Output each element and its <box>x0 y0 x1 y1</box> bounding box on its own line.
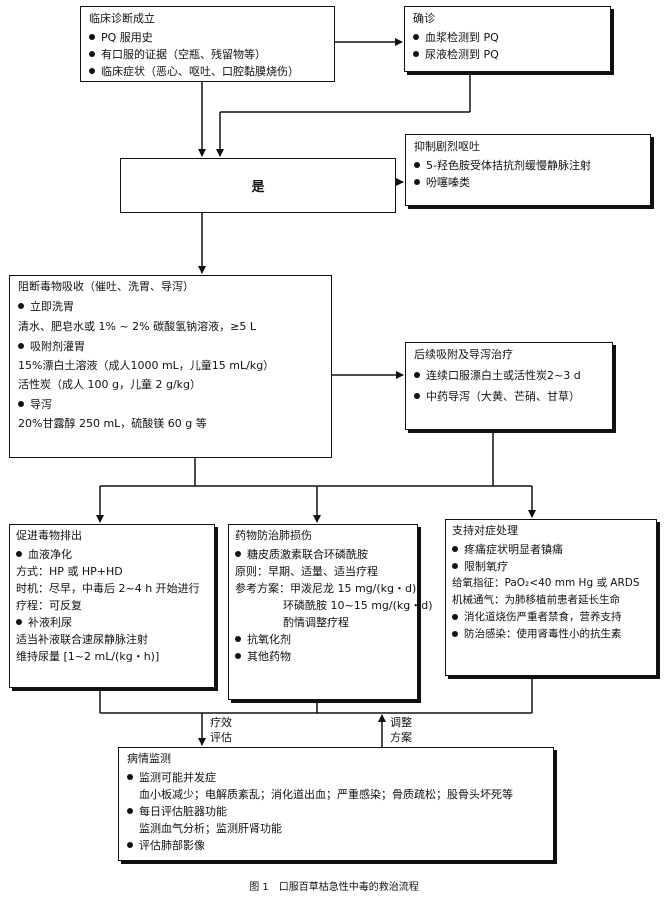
bullet-icon <box>18 401 24 407</box>
yes-box: 是 <box>120 158 396 213</box>
support-text: 机械通气：为肺移植前患者延长生命 <box>452 594 620 606</box>
support-bullet: 限制氧疗 <box>452 558 650 575</box>
follow-title: 后续吸附及导泻治疗 <box>414 348 513 361</box>
monitoring-box: 病情监测 监测可能并发症 血小板减少；电解质紊乱；消化道出血；严重感染；骨质疏松… <box>118 747 554 861</box>
lung-bullet: 抗氧化剂 <box>235 631 411 648</box>
excretion-text: 疗程：可反复 <box>16 599 82 612</box>
bullet-icon <box>414 393 420 399</box>
confirm-item: 尿液检测到 PQ <box>413 46 602 63</box>
bullet-icon <box>16 551 22 557</box>
lung-text: 环磷酰胺 10~15 mg/(kg・d) <box>283 599 433 612</box>
lung-bullet: 糖皮质激素联合环磷酰胺 <box>235 546 411 563</box>
block-text: 20%甘露醇 250 mL，硫酸镁 60 g 等 <box>18 417 207 430</box>
clinical-item: 有口服的证据（空瓶、残留物等） <box>89 46 326 63</box>
excretion-text: 适当补液联合速尿静脉注射 <box>16 633 148 646</box>
confirm-diagnosis-box: 确诊 血浆检测到 PQ 尿液检测到 PQ <box>404 6 611 72</box>
vomit-item: 吩噻嗪类 <box>414 174 642 191</box>
monitor-bullet: 评估肺部影像 <box>127 837 545 854</box>
excretion-text: 维持尿量 [1~2 mL/(kg・h)] <box>16 650 160 663</box>
monitor-text: 血小板减少；电解质紊乱；消化道出血；严重感染；骨质疏松；股骨头坏死等 <box>139 788 513 801</box>
bullet-icon <box>127 842 133 848</box>
bullet-icon <box>89 51 95 57</box>
clinical-item: 临床症状（恶心、呕吐、口腔黏膜烧伤） <box>89 63 326 80</box>
support-bullet: 消化道烧伤严重者禁食，营养支持 <box>452 609 650 626</box>
block-step: 吸附剂灌胃 <box>18 338 323 355</box>
bullet-icon <box>452 546 458 552</box>
bullet-icon <box>235 653 241 659</box>
lung-title: 药物防治肺损伤 <box>235 529 312 542</box>
block-text: 15%漂白土溶液（成人1000 mL，儿童15 mL/kg） <box>18 359 275 372</box>
bullet-icon <box>235 551 241 557</box>
lung-text: 参考方案：甲泼尼龙 15 mg/(kg・d) <box>235 582 417 595</box>
follow-up-box: 后续吸附及导泻治疗 连续口服漂白土或活性炭2~3 d 中药导泻（大黄、芒硝、甘草… <box>405 342 613 430</box>
monitor-bullet: 每日评估脏器功能 <box>127 803 545 820</box>
excretion-title: 促进毒物排出 <box>16 529 82 542</box>
adjust-plan-label: 调整 方案 <box>390 716 412 744</box>
lung-text: 酌情调整疗程 <box>283 616 349 629</box>
yes-label: 是 <box>251 180 265 195</box>
clinical-diagnosis-box: 临床诊断成立 PQ 服用史 有口服的证据（空瓶、残留物等） 临床症状（恶心、呕吐… <box>80 6 335 82</box>
bullet-icon <box>413 51 419 57</box>
confirm-title: 确诊 <box>413 12 435 25</box>
bullet-icon <box>452 614 458 620</box>
block-text: 清水、肥皂水或 1% ~ 2% 碳酸氢钠溶液，≥5 L <box>18 320 256 333</box>
bullet-icon <box>18 303 24 309</box>
bullet-icon <box>89 34 95 40</box>
block-absorption-box: 阻断毒物吸收（催吐、洗胃、导泻） 立即洗胃 清水、肥皂水或 1% ~ 2% 碳酸… <box>9 275 332 458</box>
bullet-icon <box>414 179 420 185</box>
bullet-icon <box>89 68 95 74</box>
support-title: 支持对症处理 <box>452 524 518 537</box>
bullet-icon <box>414 372 420 378</box>
clinical-title: 临床诊断成立 <box>89 12 155 25</box>
excretion-text: 方式：HP 或 HP+HD <box>16 565 123 578</box>
bullet-icon <box>127 808 133 814</box>
block-step: 立即洗胃 <box>18 298 323 315</box>
bullet-icon <box>18 343 24 349</box>
monitor-text: 监测血气分析；监测肝肾功能 <box>139 822 282 835</box>
bullet-icon <box>235 636 241 642</box>
block-text: 活性炭（成人 100 g，儿童 2 g/kg） <box>18 378 202 391</box>
bullet-icon <box>127 774 133 780</box>
vomit-title: 抑制剧烈呕吐 <box>414 140 480 153</box>
follow-item: 中药导泻（大黄、芒硝、甘草） <box>414 388 604 405</box>
support-bullet: 防治感染：使用肾毒性小的抗生素 <box>452 626 650 643</box>
block-title: 阻断毒物吸收（催吐、洗胃、导泻） <box>18 280 194 293</box>
monitor-bullet: 监测可能并发症 <box>127 769 545 786</box>
monitor-title: 病情监测 <box>127 752 171 765</box>
confirm-item: 血浆检测到 PQ <box>413 29 602 46</box>
vomit-item: 5-羟色胺受体拮抗剂缓慢静脉注射 <box>414 157 642 174</box>
excretion-bullet: 血液净化 <box>16 546 208 563</box>
excretion-bullet: 补液利尿 <box>16 614 208 631</box>
bullet-icon <box>16 619 22 625</box>
support-bullet: 疼痛症状明显者镇痛 <box>452 541 650 558</box>
efficacy-evaluation-label: 疗效 评估 <box>210 716 232 744</box>
vomit-control-box: 抑制剧烈呕吐 5-羟色胺受体拮抗剂缓慢静脉注射 吩噻嗪类 <box>405 134 651 206</box>
block-step: 导泻 <box>18 396 323 413</box>
excretion-box: 促进毒物排出 血液净化 方式：HP 或 HP+HD 时机：尽早，中毒后 2~4 … <box>9 524 215 688</box>
bullet-icon <box>413 34 419 40</box>
excretion-text: 时机：尽早，中毒后 2~4 h 开始进行 <box>16 582 200 595</box>
support-text: 给氧指征：PaO₂<40 mm Hg 或 ARDS <box>452 577 640 589</box>
lung-protection-box: 药物防治肺损伤 糖皮质激素联合环磷酰胺 原则：早期、适量、适当疗程 参考方案：甲… <box>228 524 433 700</box>
lung-bullet: 其他药物 <box>235 648 411 665</box>
bullet-icon <box>452 563 458 569</box>
bullet-icon <box>414 162 420 168</box>
lung-text: 原则：早期、适量、适当疗程 <box>235 565 378 578</box>
supportive-care-box: 支持对症处理 疼痛症状明显者镇痛 限制氧疗 给氧指征：PaO₂<40 mm Hg… <box>445 519 657 676</box>
clinical-item: PQ 服用史 <box>89 29 326 46</box>
bullet-icon <box>452 631 458 637</box>
figure-caption: 图 1 口服百草枯急性中毒的救治流程 <box>249 882 419 893</box>
follow-item: 连续口服漂白土或活性炭2~3 d <box>414 367 604 384</box>
